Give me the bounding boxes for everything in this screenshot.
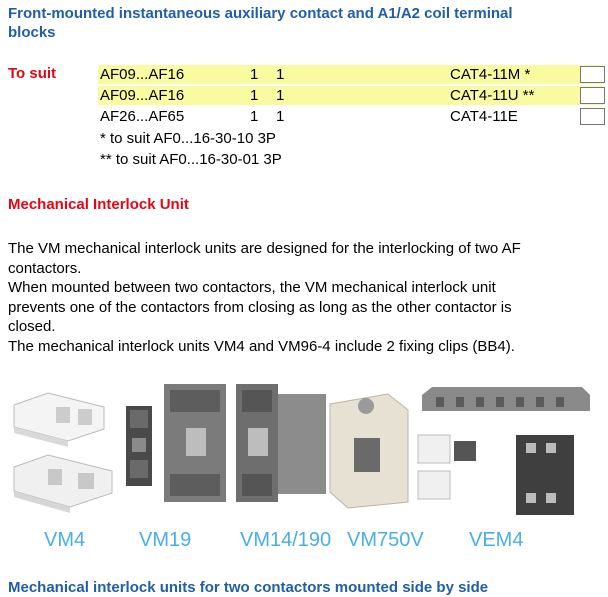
interlock-description: The VM mechanical interlock units are de… <box>8 239 604 356</box>
suit-row-range: AF26...AF65 <box>100 108 185 125</box>
suit-row-a: 1 <box>250 66 259 83</box>
suit-row-range: AF09...AF16 <box>100 66 185 83</box>
caption-vm750v: VM750V <box>347 529 424 551</box>
suit-row-code: CAT4-11M * <box>450 66 531 83</box>
para-line: contactors. <box>8 259 82 277</box>
vm750v-image <box>329 393 409 509</box>
side-by-side-heading: Mechanical interlock units for two conta… <box>8 579 489 596</box>
suit-row-range: AF09...AF16 <box>100 87 185 104</box>
note-1: * to suit AF0...16-30-10 3P <box>100 130 276 147</box>
vm14-large-image <box>236 384 326 502</box>
note-2: ** to suit AF0...16-30-01 3P <box>100 151 282 168</box>
caption-vm4: VM4 <box>44 529 86 551</box>
checkbox-cat4-11e[interactable] <box>580 108 605 125</box>
to-suit-label: To suit <box>8 65 57 82</box>
caption-vm14-190: VM14/190 <box>240 529 332 551</box>
para-line: prevents one of the contactors from clos… <box>8 298 512 316</box>
title-line-1: Front-mounted instantaneous auxiliary co… <box>8 5 513 22</box>
suit-row-b: 1 <box>276 87 285 104</box>
suit-row-code: CAT4-11U ** <box>450 87 535 104</box>
para-line: When mounted between two contactors, the… <box>8 279 496 296</box>
interlock-heading: Mechanical Interlock Unit <box>8 196 189 213</box>
para-line: closed. <box>8 318 56 335</box>
suit-row-b: 1 <box>276 66 285 83</box>
caption-vem4: VEM4 <box>469 529 524 551</box>
para-line: The VM mechanical interlock units are de… <box>8 240 521 257</box>
page-title: Front-mounted instantaneous auxiliary co… <box>8 4 608 42</box>
suit-row-3: AF26...AF65 1 1 CAT4-11E <box>98 107 604 126</box>
caption-vm19: VM19 <box>139 529 192 551</box>
suit-row-1: AF09...AF16 1 1 CAT4-11M * <box>98 65 604 84</box>
suit-row-code: CAT4-11E <box>450 108 518 125</box>
checkbox-cat4-11u[interactable] <box>580 87 605 104</box>
vm19-image <box>126 406 152 486</box>
suit-notes: * to suit AF0...16-30-10 3P ** to suit A… <box>100 128 282 170</box>
vm14-small-image <box>164 384 226 502</box>
checkbox-cat4-11m[interactable] <box>580 66 605 83</box>
suit-row-b: 1 <box>276 108 285 125</box>
para-line: The mechanical interlock units VM4 and V… <box>8 337 515 355</box>
suit-row-a: 1 <box>250 87 259 104</box>
suit-row-a: 1 <box>250 108 259 125</box>
vm4-image <box>13 392 113 513</box>
suit-row-2: AF09...AF16 1 1 CAT4-11U ** <box>98 86 604 105</box>
vem4-image <box>417 387 590 515</box>
title-line-2: blocks <box>8 24 56 41</box>
